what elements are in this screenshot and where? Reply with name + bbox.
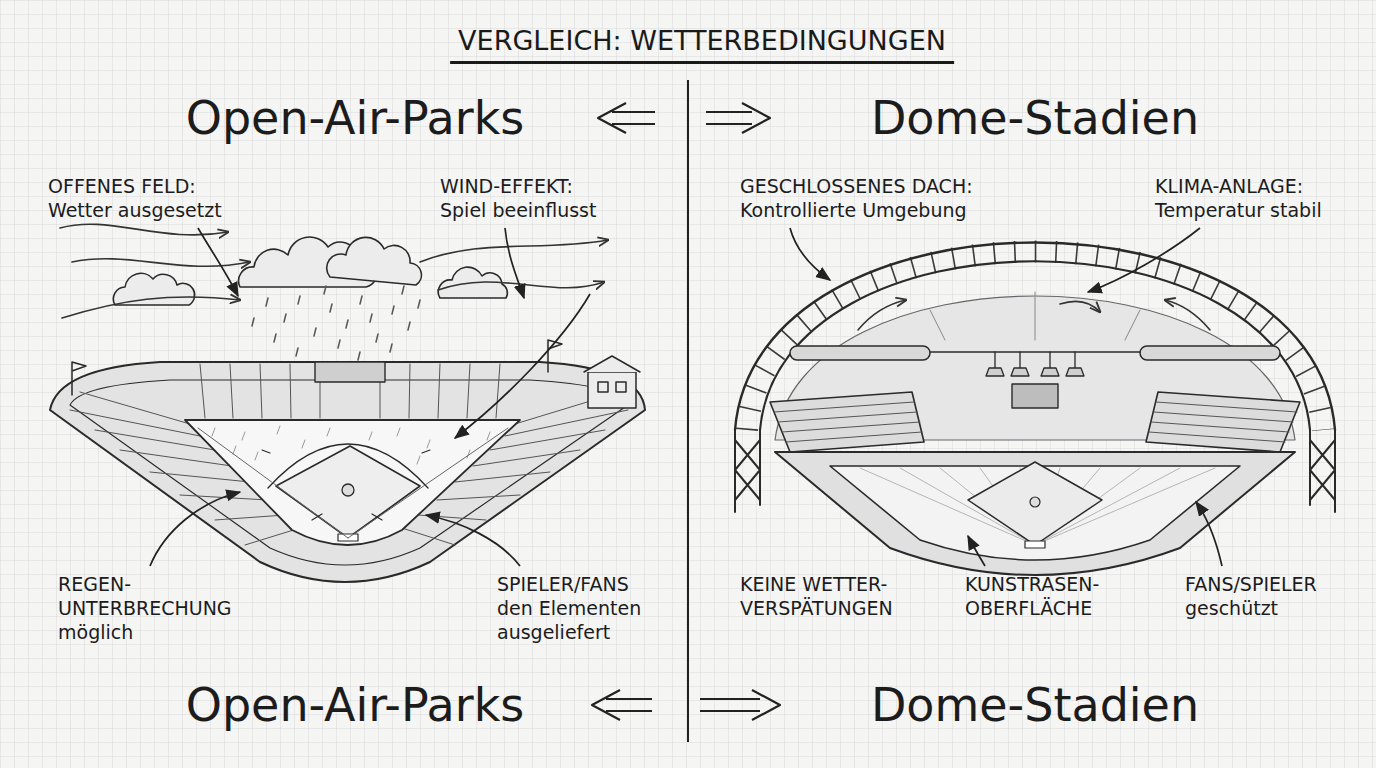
leader-line <box>505 228 524 298</box>
stadium-tier <box>70 380 628 565</box>
air-duct <box>930 351 1140 353</box>
leader-line <box>426 515 520 566</box>
diagram-title: VERGLEICH: WETTERBEDINGUNGEN <box>450 24 954 64</box>
callout-text: geschützt <box>1185 596 1278 620</box>
heading: Dome-Stadien <box>871 679 1199 731</box>
pitcher-mound <box>1030 497 1040 507</box>
hanging-light <box>986 352 1084 376</box>
flag-pole <box>548 340 562 372</box>
flag-pole <box>72 340 562 395</box>
baseball-diamond <box>276 446 420 538</box>
scoreboard <box>1012 384 1058 408</box>
dome-stadium <box>735 243 1335 576</box>
callout-heading: SPIELER/FANS <box>497 572 629 596</box>
stand-hatching <box>1149 402 1297 442</box>
leader-line <box>455 294 590 438</box>
cloud <box>113 273 194 305</box>
building <box>584 356 640 408</box>
double-arrow <box>592 690 652 720</box>
double-arrow <box>700 690 780 720</box>
callout-heading: KUNSTRASEN- OBERFLÄCHE <box>965 572 1137 620</box>
heading: Open-Air-Parks <box>186 92 525 144</box>
callout-text: Wetter ausgesetzt <box>48 198 222 222</box>
press-box <box>315 362 385 382</box>
stand-hatching <box>70 364 628 545</box>
leader-line <box>198 228 238 296</box>
support-leg <box>1310 430 1335 512</box>
cloud <box>113 237 507 305</box>
air-flow-arrow <box>858 300 906 330</box>
dome-panel <box>930 292 1140 340</box>
air-flow-arrow <box>1060 301 1100 312</box>
building <box>584 356 640 372</box>
air-flow-arrow <box>1165 300 1210 330</box>
leader-line <box>150 492 240 566</box>
stand-hatching <box>774 402 922 442</box>
rain-drop <box>252 286 420 360</box>
wind-arrow <box>62 297 240 318</box>
divider-line <box>687 80 689 742</box>
heading: Dome-Stadien <box>871 92 1199 144</box>
lower-bowl <box>775 452 1295 575</box>
playing-field <box>185 420 520 545</box>
cloud <box>327 237 422 285</box>
building <box>588 372 636 408</box>
leader-line <box>1088 228 1200 292</box>
foul-line <box>198 428 508 538</box>
leader-line <box>968 536 985 566</box>
callout-text: den Elementen ausgeliefert <box>497 596 665 644</box>
callout-heading: GESCHLOSSENES DACH: <box>740 174 973 198</box>
air-duct <box>790 346 930 360</box>
building <box>598 382 626 392</box>
air-duct <box>1140 346 1280 360</box>
stand-hatching <box>774 402 1297 442</box>
callout-heading: OFFENES FELD: <box>48 174 196 198</box>
pitcher-mound <box>342 484 354 496</box>
callout-text: Spiel beeinflusst <box>440 198 596 222</box>
stands <box>770 392 1300 452</box>
callout-heading: FANS/SPIELER <box>1185 572 1317 596</box>
air-flow-arrow <box>858 300 1210 330</box>
heading: Open-Air-Parks <box>186 679 525 731</box>
wind-arrow <box>420 240 608 262</box>
double-arrow <box>706 103 770 133</box>
callout-text: Temperatur stabil <box>1155 198 1322 222</box>
hanging-light <box>995 352 1075 368</box>
double-arrow <box>598 103 655 133</box>
callout-heading: WIND-EFFEKT: <box>440 174 573 198</box>
support-leg <box>735 430 760 512</box>
callout-text: möglich <box>58 620 133 644</box>
wind-arrow <box>72 259 250 267</box>
batter-box <box>262 450 430 520</box>
rain-drop <box>252 286 420 360</box>
callout-heading: KEINE WETTER- VERSPÄTUNGEN <box>740 572 922 620</box>
callout-heading: REGEN- UNTERBRECHUNG <box>58 572 253 620</box>
wind-arrow <box>60 224 228 235</box>
open-air-stadium <box>50 224 645 582</box>
air-duct <box>790 346 1280 360</box>
leader-line <box>1196 502 1222 566</box>
home-plate <box>1025 541 1045 548</box>
stadium-bowl <box>50 362 645 582</box>
leader-line <box>150 228 1222 566</box>
stands <box>1146 392 1300 452</box>
baseball-diamond <box>968 462 1102 545</box>
wind-arrow <box>60 224 608 318</box>
hanging-light <box>986 368 1084 376</box>
stands <box>770 392 924 452</box>
flag-pole <box>72 362 86 395</box>
leader-line <box>790 228 830 280</box>
callout-heading: KLIMA-ANLAGE: <box>1155 174 1303 198</box>
callout-text: Kontrollierte Umgebung <box>740 198 967 222</box>
